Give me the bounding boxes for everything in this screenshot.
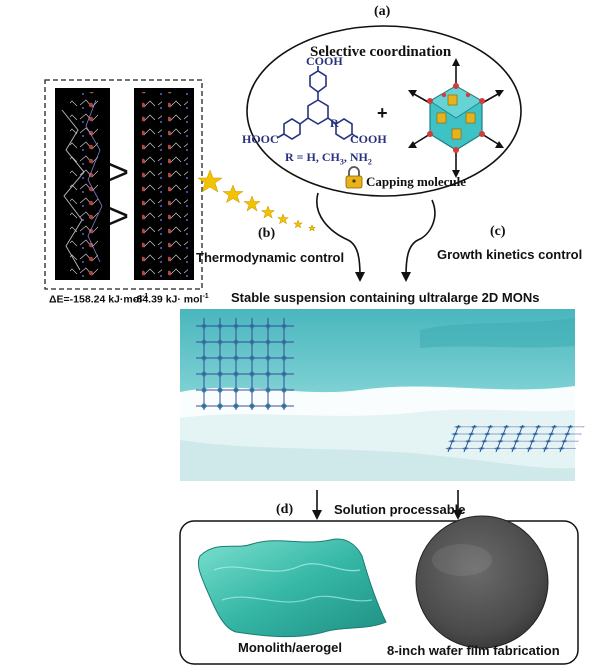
growth-kinetics-label: Growth kinetics control xyxy=(437,247,583,262)
md-dashed-frame xyxy=(44,79,203,290)
process-arrows xyxy=(312,490,463,520)
energy-left-label: ΔE=-158.24 kJ·mol-1 xyxy=(49,293,149,306)
panel-c-label: (c) xyxy=(490,224,506,239)
r-group-label: R xyxy=(330,116,339,130)
r-definition-label: R = H, CH3, NH2 xyxy=(285,150,372,167)
wafer-film-label: 8-inch wafer film fabrication xyxy=(387,643,560,658)
solution-processable-label: Solution processable xyxy=(334,502,466,517)
panel-a-label: (a) xyxy=(374,4,391,19)
greater-than-upper: > xyxy=(108,151,130,192)
mon-sheet-upright xyxy=(196,318,294,410)
greater-than-lower: > xyxy=(108,195,130,236)
tricarboxylate-linker xyxy=(276,66,359,140)
suspension-sea-scene xyxy=(180,309,585,481)
cooh-right-label: COOH xyxy=(350,132,387,146)
star-trail xyxy=(197,169,317,232)
selective-coordination-ellipse xyxy=(246,25,522,197)
monolith-aerogel-label: Monolith/aerogel xyxy=(238,640,342,655)
cooh-top-label: COOH xyxy=(306,54,343,68)
capping-molecule-label: Capping molecule xyxy=(366,174,467,189)
panel-b-label: (b) xyxy=(258,226,276,241)
stable-suspension-label: Stable suspension containing ultralarge … xyxy=(231,290,540,305)
mon-sheet-flat xyxy=(444,424,585,452)
hooc-left-label: HOOC xyxy=(242,132,279,146)
aerogel-monolith xyxy=(197,538,387,638)
panel-d-label: (d) xyxy=(276,502,294,517)
lock-icon xyxy=(345,166,363,189)
selective-coordination-title: Selective coordination xyxy=(310,44,452,60)
wafer-film xyxy=(415,515,549,649)
thermodynamic-control-label: Thermodynamic control xyxy=(196,250,345,265)
converging-arrows xyxy=(316,192,436,277)
md-simulation-group xyxy=(44,79,203,290)
sbu-cluster-icon xyxy=(408,58,504,178)
energy-right-label: -84.39 kJ· mol-1 xyxy=(133,293,209,306)
plus-sign: + xyxy=(377,103,388,123)
